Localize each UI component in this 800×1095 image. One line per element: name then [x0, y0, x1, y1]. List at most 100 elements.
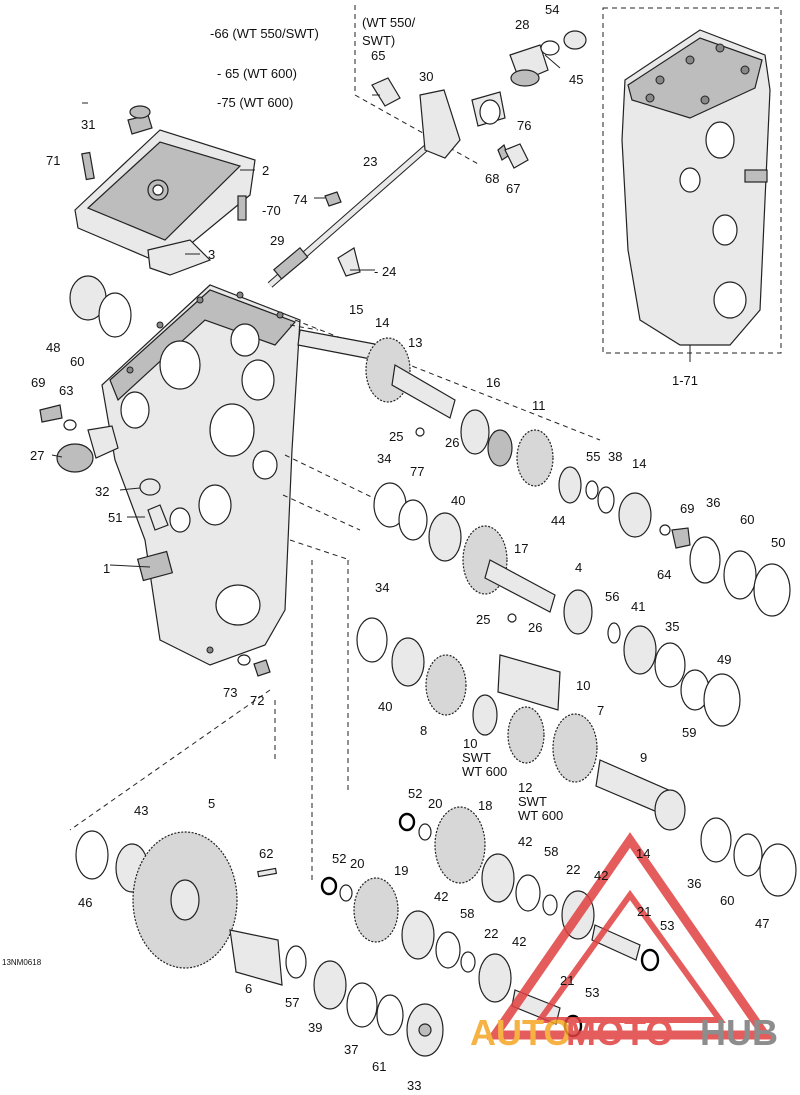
- part-label-p10c: SWT: [462, 750, 491, 765]
- part-label-p52a: 52: [408, 786, 422, 801]
- part-label-p2: 2: [262, 163, 269, 178]
- watermark-text-auto: AUTO: [470, 1012, 571, 1053]
- part-label-p9: 9: [640, 750, 647, 765]
- part-label-p70: -70: [262, 203, 281, 218]
- part-label-p63: 63: [59, 383, 73, 398]
- part-label-pwt1: (WT 550/: [362, 15, 416, 30]
- part-label-p12c: WT 600: [518, 808, 563, 823]
- part-label-p71: 71: [46, 153, 60, 168]
- part-label-p42a: 42: [434, 889, 448, 904]
- part-label-p33: 33: [407, 1078, 421, 1093]
- part-label-p60c: 60: [720, 893, 734, 908]
- part-label-p26b: 26: [528, 620, 542, 635]
- part-label-p54: 54: [545, 2, 559, 17]
- part-label-p30: 30: [419, 69, 433, 84]
- watermark-text-hub: HUB: [700, 1012, 778, 1053]
- part-label-p21a: 21: [637, 904, 651, 919]
- part-label-p12b: SWT: [518, 794, 547, 809]
- part-label-p42b: 42: [518, 834, 532, 849]
- part-label-p36a: 36: [706, 495, 720, 510]
- part-label-p74: 74: [293, 192, 307, 207]
- part-label-p61: 61: [372, 1059, 386, 1074]
- part-label-p34b: 34: [375, 580, 389, 595]
- part-label-p55: 55: [586, 449, 600, 464]
- part-label-p25a: 25: [389, 429, 403, 444]
- drawing-code: 13NM0618: [2, 958, 42, 967]
- upper-shaft-group: [297, 329, 791, 617]
- part-label-p41: 41: [631, 599, 645, 614]
- part-label-p14b: 14: [632, 456, 646, 471]
- part-label-p56: 56: [605, 589, 619, 604]
- shift-shaft-group: [267, 137, 438, 288]
- part-label-p10b: 10: [463, 736, 477, 751]
- part-label-p10a: 10: [576, 678, 590, 693]
- part-label-p22b: 22: [484, 926, 498, 941]
- part-label-p60b: 60: [740, 512, 754, 527]
- lower-shaft-group: [320, 806, 660, 1038]
- part-label-p27: 27: [30, 448, 44, 463]
- right-lower-parts: [700, 817, 797, 897]
- part-label-p32: 32: [95, 484, 109, 499]
- part-label-p60a: 60: [70, 354, 84, 369]
- part-label-p28: 28: [515, 17, 529, 32]
- part-label-p21b: 21: [560, 973, 574, 988]
- part-label-p59: 59: [682, 725, 696, 740]
- part-label-p69a: 69: [31, 375, 45, 390]
- part-label-p75: -75 (WT 600): [217, 95, 293, 110]
- part-label-p65a: 65: [371, 48, 385, 63]
- part-label-p52b: 52: [332, 851, 346, 866]
- watermark: AUTO MOTO HUB: [470, 832, 778, 1053]
- part-label-pwt2: SWT): [362, 33, 395, 48]
- part-label-p171: 1-71: [672, 373, 698, 388]
- part-label-p13: 13: [408, 335, 422, 350]
- part-label-p58a: 58: [544, 844, 558, 859]
- part-label-p36b: 36: [687, 876, 701, 891]
- part-label-p25b: 25: [476, 612, 490, 627]
- part-label-p40b: 40: [378, 699, 392, 714]
- assembled-unit-inset: [602, 7, 782, 362]
- part-label-p22a: 22: [566, 862, 580, 877]
- part-label-p69b: 69: [680, 501, 694, 516]
- lower-middle-shaft-group: [356, 617, 686, 831]
- part-label-p53a: 53: [660, 918, 674, 933]
- part-label-p39: 39: [308, 1020, 322, 1035]
- part-label-p24: - 24: [374, 264, 396, 279]
- part-label-p11: 11: [532, 398, 546, 413]
- part-label-p5: 5: [208, 796, 215, 811]
- part-label-p14a: 14: [375, 315, 389, 330]
- part-label-p7: 7: [597, 703, 604, 718]
- part-label-p34a: 34: [377, 451, 391, 466]
- part-label-p10d: WT 600: [462, 764, 507, 779]
- main-housing: [39, 275, 301, 677]
- part-label-p58b: 58: [460, 906, 474, 921]
- part-label-p8: 8: [420, 723, 427, 738]
- part-label-p37: 37: [344, 1042, 358, 1057]
- part-label-p65b: - 65 (WT 600): [217, 66, 297, 81]
- part-label-p23: 23: [363, 154, 377, 169]
- part-label-p67: 67: [506, 181, 520, 196]
- part-label-p42c: 42: [512, 934, 526, 949]
- part-label-p6: 6: [245, 981, 252, 996]
- watermark-triangle-inner: [534, 889, 726, 1023]
- part-label-p57: 57: [285, 995, 299, 1010]
- part-label-p73: 73: [223, 685, 237, 700]
- part-label-p3: 3: [208, 247, 215, 262]
- part-label-p46: 46: [78, 895, 92, 910]
- part-label-p31: 31: [81, 117, 95, 132]
- part-label-p38: 38: [608, 449, 622, 464]
- part-label-p68: 68: [485, 171, 499, 186]
- middle-shaft-group: [373, 482, 741, 727]
- upper-small-parts: [354, 5, 587, 169]
- part-label-p20a: 20: [428, 796, 442, 811]
- part-label-p19: 19: [394, 863, 408, 878]
- part-label-p12: 12: [518, 780, 532, 795]
- top-cover-assembly: [74, 105, 256, 276]
- part-label-p49: 49: [717, 652, 731, 667]
- part-label-p14c: 14: [636, 846, 650, 861]
- watermark-triangle-outer: [486, 832, 774, 1040]
- part-label-p43: 43: [134, 803, 148, 818]
- part-label-p18: 18: [478, 798, 492, 813]
- part-label-p15: 15: [349, 302, 363, 317]
